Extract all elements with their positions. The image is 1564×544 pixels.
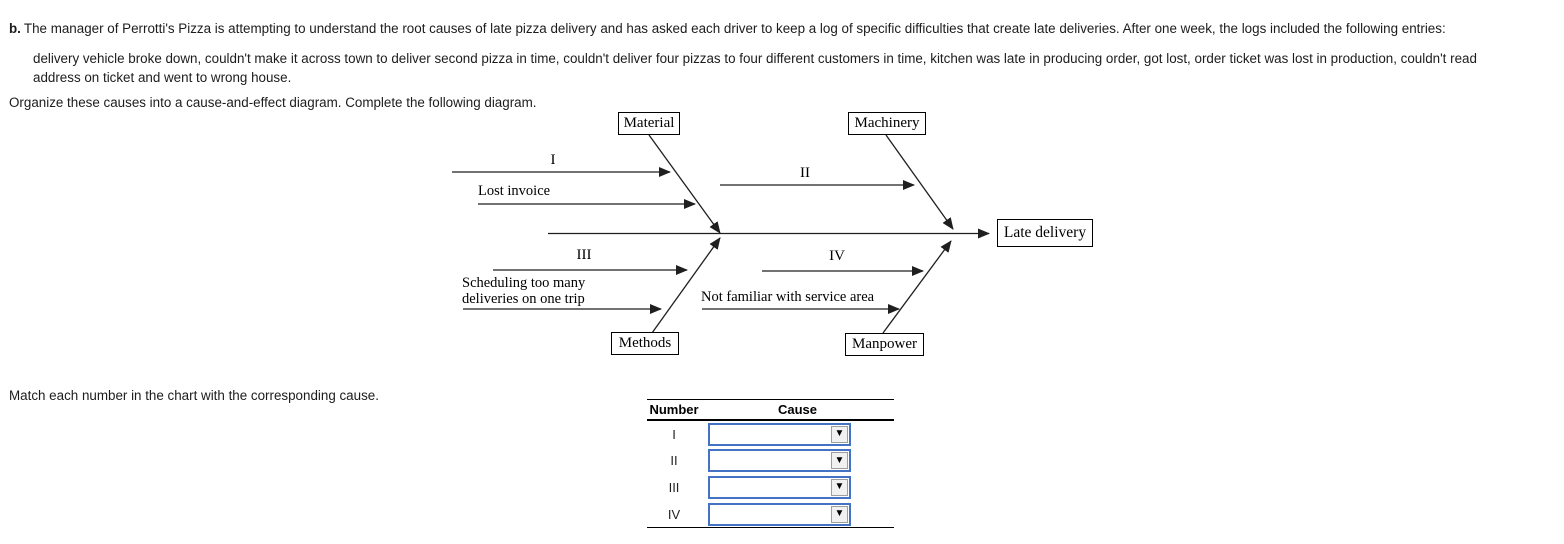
cause-slot-I-label: I — [550, 152, 556, 168]
table-row: II ▼ — [647, 448, 894, 475]
cause-select-row-1[interactable]: ▼ — [708, 422, 851, 446]
table-bottom-rule — [647, 527, 894, 529]
material-category-box: Material — [618, 112, 680, 135]
diagram-instruction-text: Organize these causes into a cause-and-e… — [9, 95, 537, 111]
row-number-label: I — [672, 426, 676, 442]
cause-slot-III-label: III — [576, 247, 592, 263]
match-instruction-text: Match each number in the chart with the … — [9, 388, 379, 404]
problem-statement: b.The manager of Perrotti's Pizza is att… — [9, 19, 1559, 38]
dropdown-arrow-icon[interactable]: ▼ — [831, 425, 848, 443]
fishbone-diagram — [452, 134, 990, 334]
cause-column-header: Cause — [777, 402, 818, 417]
table-header-rule — [647, 419, 894, 421]
row-number-label: IV — [667, 506, 681, 522]
effect-box: Late delivery — [997, 219, 1093, 247]
material-branch-arrow — [648, 134, 721, 234]
table-top-rule — [647, 399, 894, 400]
manpower-category-box: Manpower — [845, 333, 924, 356]
methods-branch-arrow — [651, 237, 721, 334]
table-row: IV ▼ — [647, 501, 894, 528]
cause-slot-II-label: II — [800, 165, 810, 181]
log-entries-text: delivery vehicle broke down, couldn't ma… — [33, 51, 1477, 86]
number-column-header: Number — [649, 402, 699, 417]
manpower-branch-arrow — [882, 240, 952, 334]
cause-select-row-4[interactable]: ▼ — [708, 502, 851, 526]
methods-category-box: Methods — [611, 332, 679, 355]
match-table: Number Cause I ▼ II ▼ III ▼ IV ▼ — [647, 399, 894, 529]
cause-slot-IV-label: IV — [829, 248, 845, 264]
machinery-category-box: Machinery — [848, 112, 926, 135]
row-number-label: III — [668, 479, 680, 495]
cause-lost-invoice-label: Lost invoice — [478, 183, 551, 199]
cause-scheduling-label: Scheduling too many deliveries on one tr… — [462, 275, 586, 307]
table-header-row: Number Cause — [647, 400, 894, 419]
machinery-branch-arrow — [885, 134, 954, 230]
dropdown-arrow-icon[interactable]: ▼ — [831, 452, 848, 470]
dropdown-arrow-icon[interactable]: ▼ — [831, 478, 848, 496]
dropdown-arrow-icon[interactable]: ▼ — [831, 505, 848, 523]
cause-select-row-2[interactable]: ▼ — [708, 449, 851, 473]
table-row: I ▼ — [647, 421, 894, 448]
cause-not-familiar-label: Not familiar with service area — [701, 289, 875, 305]
table-row: III ▼ — [647, 474, 894, 501]
question-label: b. — [9, 21, 21, 37]
cause-select-row-3[interactable]: ▼ — [708, 475, 851, 499]
problem-intro-text: The manager of Perrotti's Pizza is attem… — [23, 21, 1446, 37]
row-number-label: II — [670, 453, 678, 469]
